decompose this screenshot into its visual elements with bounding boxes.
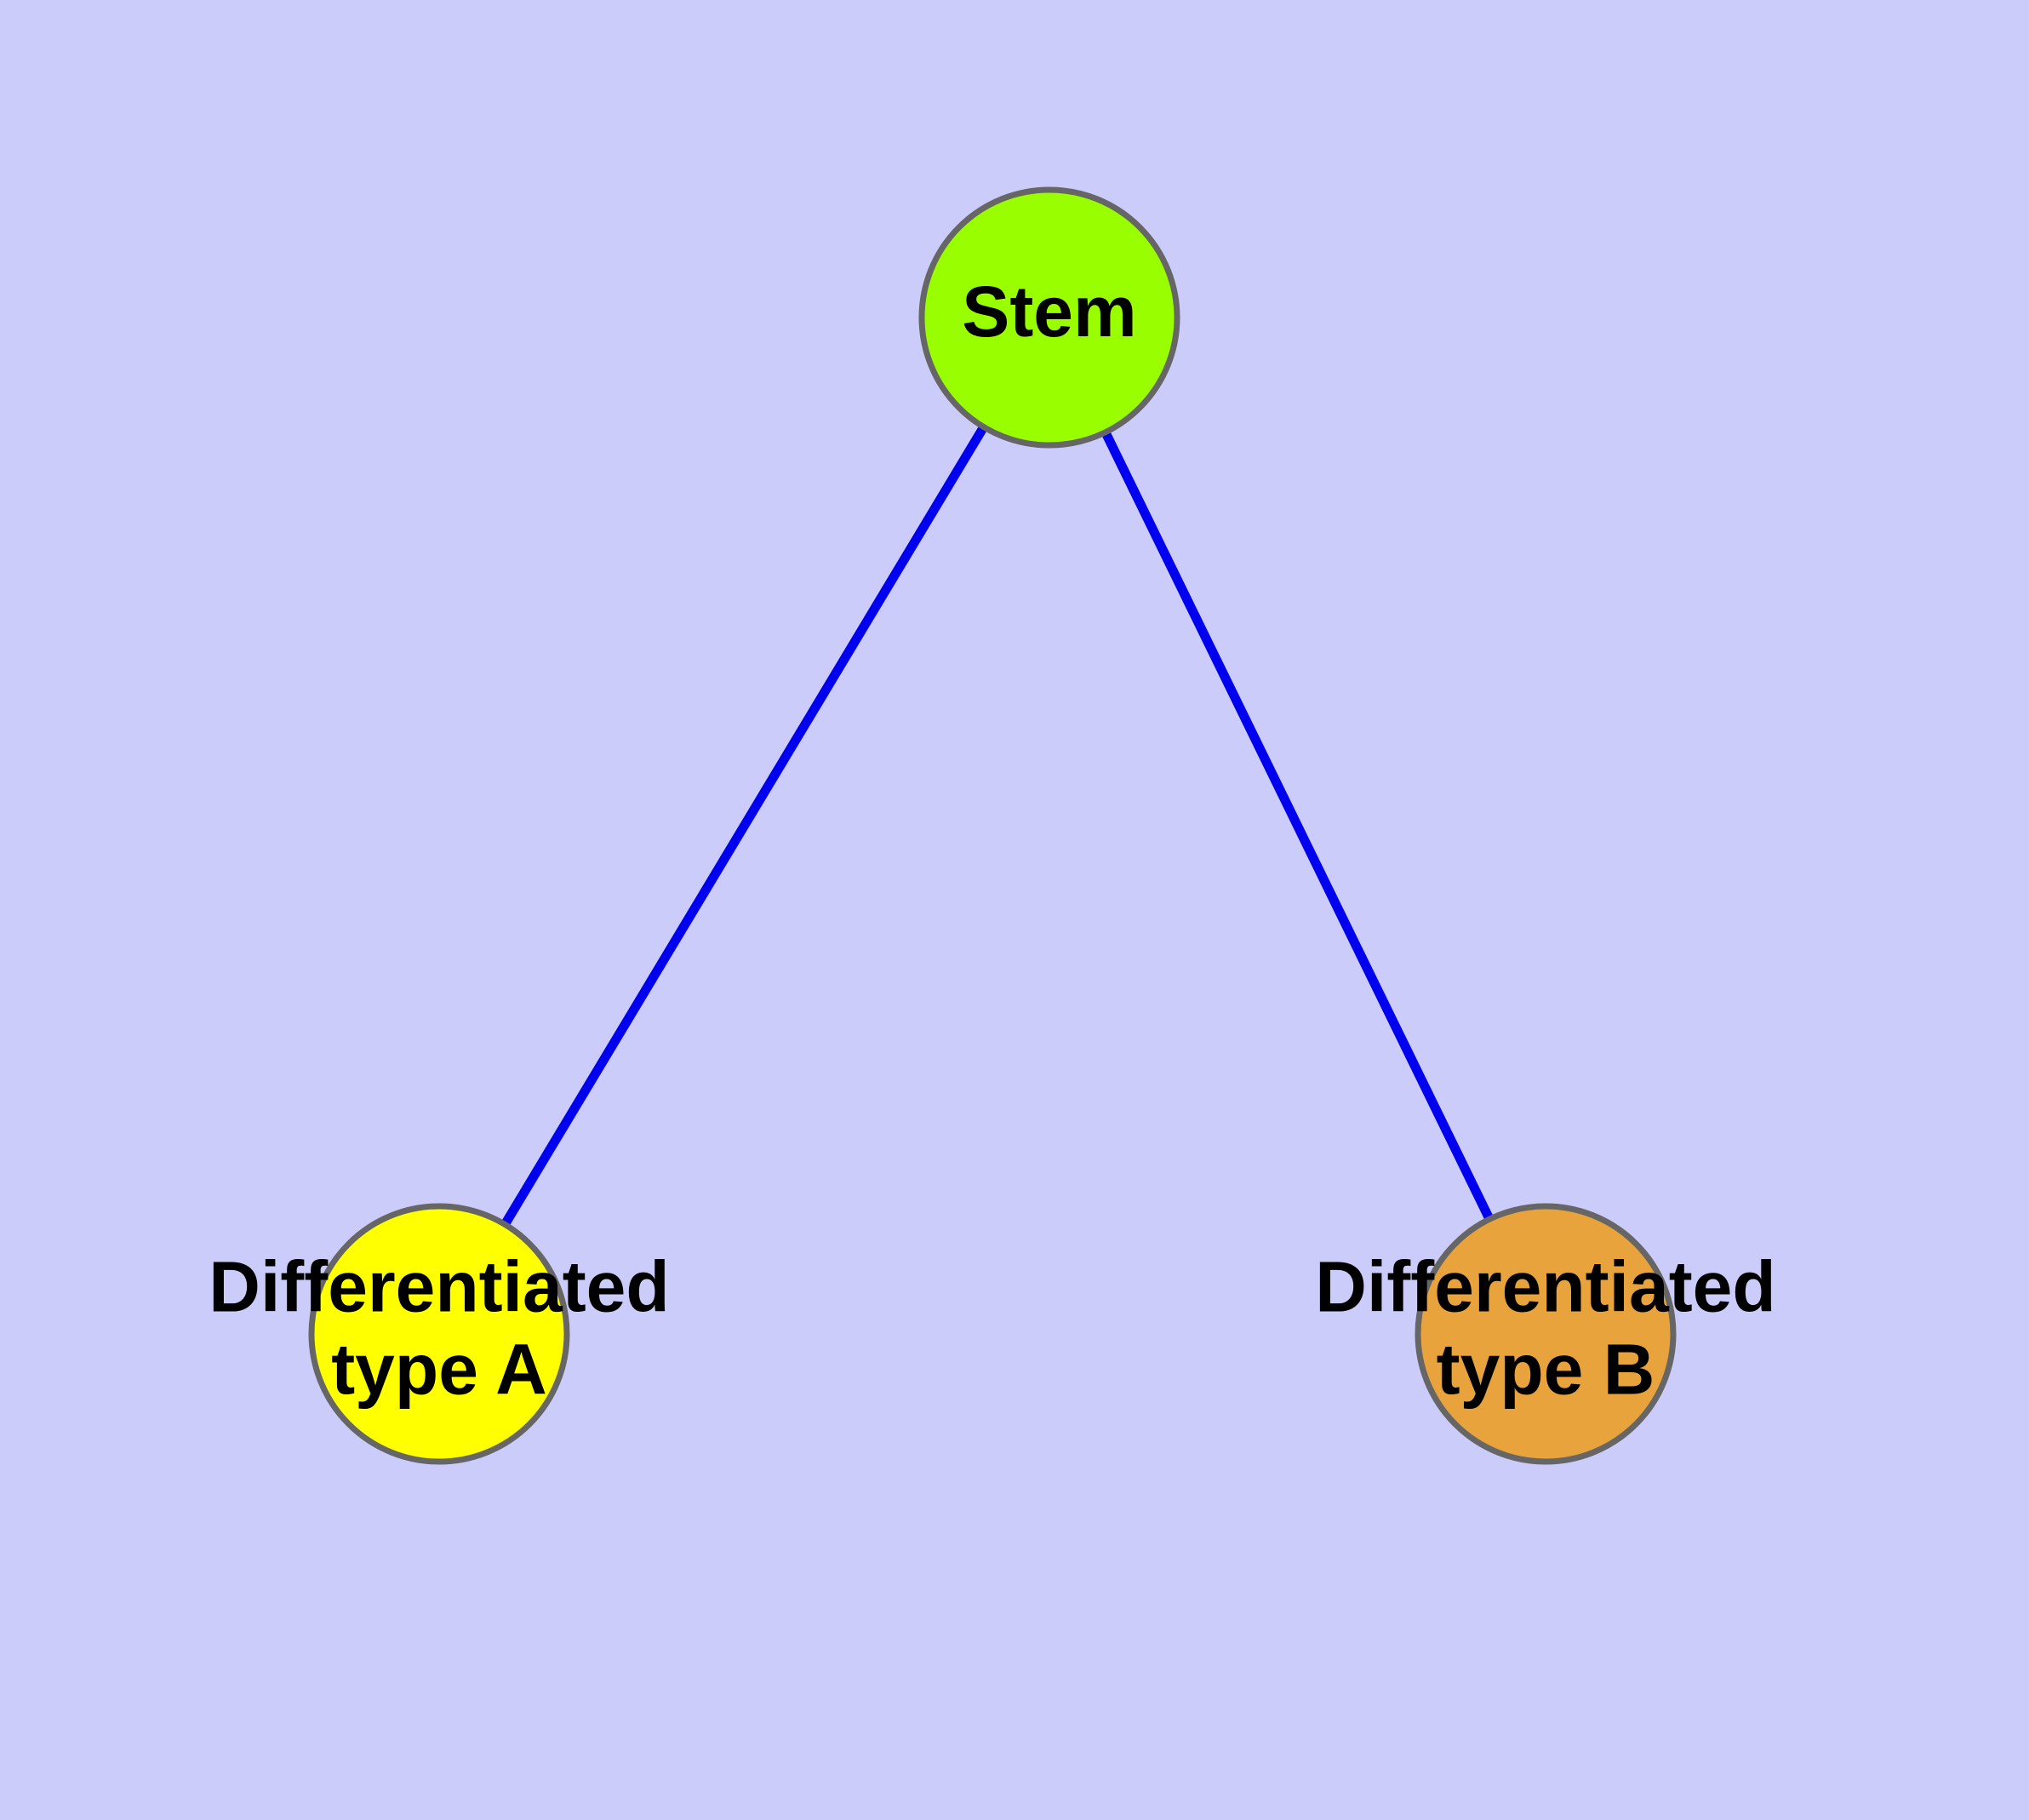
node-label-line: type A [331,1329,547,1409]
node-label-line: Stem [962,272,1136,352]
edge-stem-to-a [501,426,987,1226]
node-label-line: Differentiated [1315,1247,1775,1327]
nodes-layer [308,186,1677,1465]
node-stem[interactable] [918,186,1180,449]
edges-layer [501,426,1494,1226]
node-diff_a[interactable] [308,1203,570,1465]
node-label-line: Differentiated [209,1247,669,1327]
edge-stem-to-b [1101,432,1494,1220]
node-label-stem: Stem [962,272,1136,352]
node-label-line: type B [1437,1329,1655,1409]
node-diff_b[interactable] [1415,1203,1677,1465]
